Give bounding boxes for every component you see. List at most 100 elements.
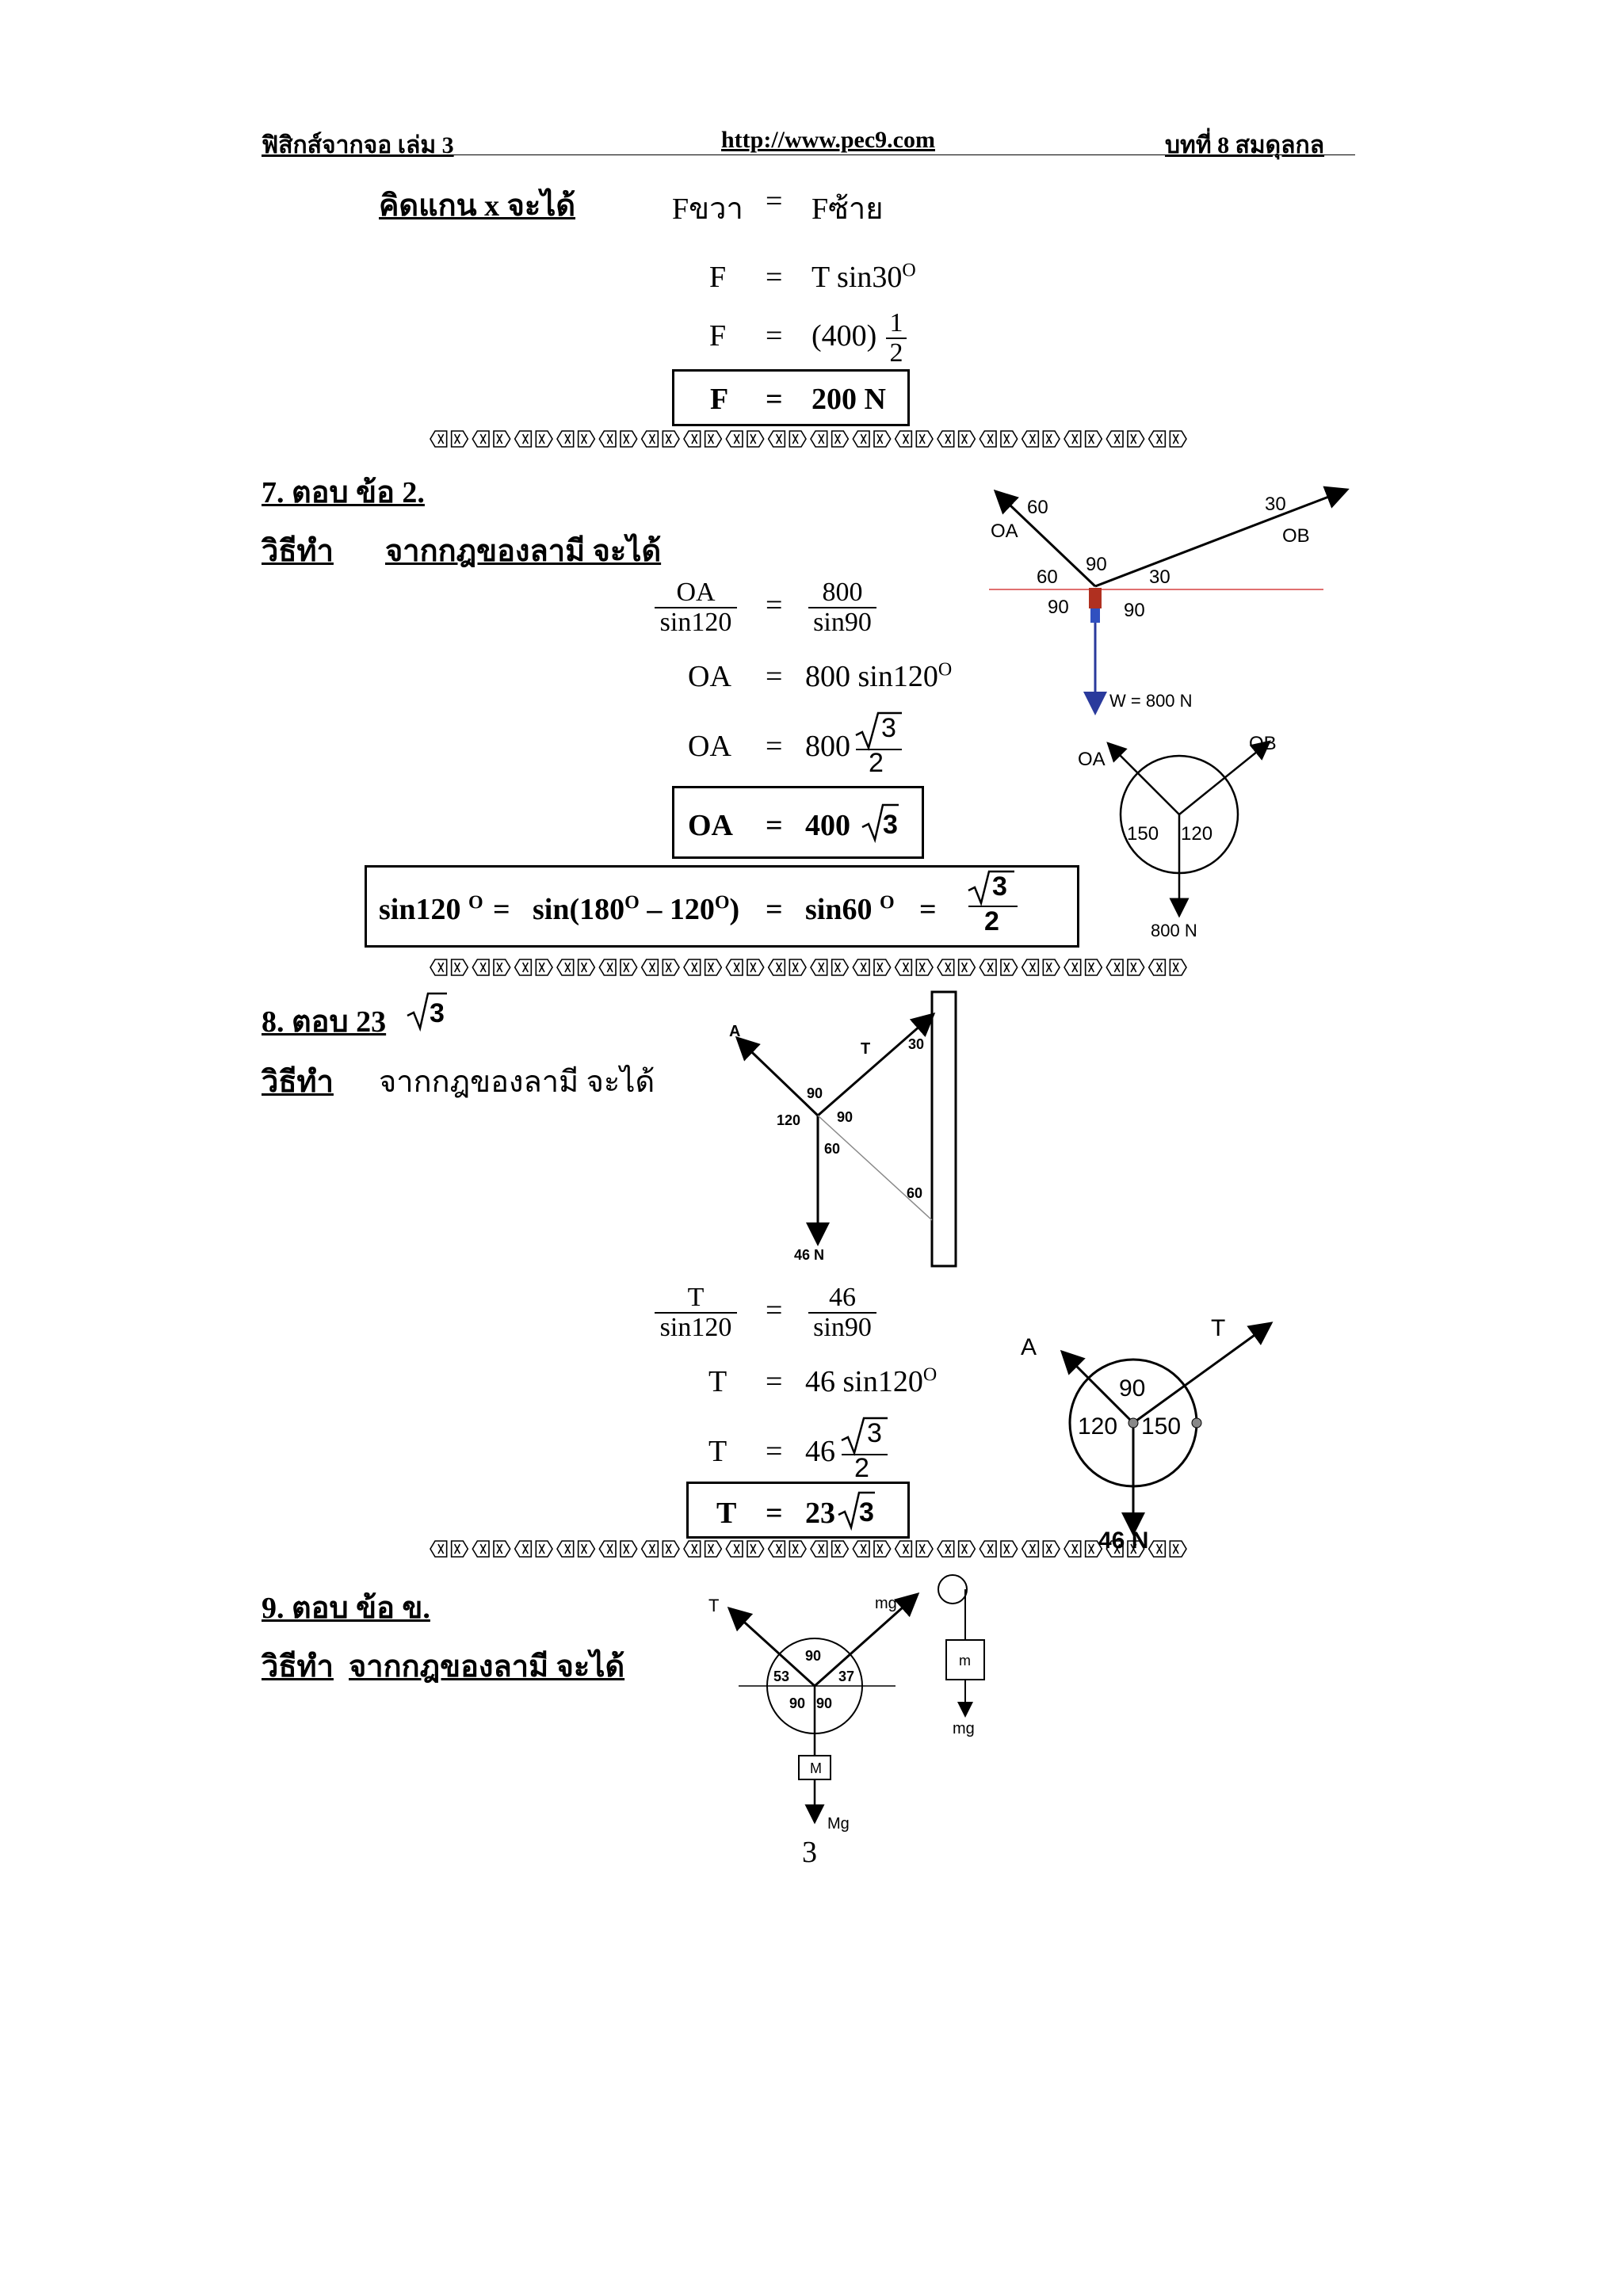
q8-result-sqrt: 3 — [838, 1491, 875, 1531]
q8-result-equals: = — [766, 1497, 783, 1530]
q9-method-label: วิธีทำ — [262, 1650, 334, 1684]
q7-diagram-1: OA 60 30 OB 90 60 30 90 90 W = 800 N — [989, 486, 1350, 715]
separator-glyph — [810, 959, 828, 976]
separator-glyph — [640, 1540, 659, 1558]
separator-glyph — [1106, 430, 1124, 448]
separator-glyph — [1021, 1540, 1040, 1558]
separator-glyph — [1148, 430, 1167, 448]
q7-sqrt-frac: 3 2 — [855, 711, 902, 773]
svg-text:OB: OB — [1249, 733, 1277, 754]
svg-text:90: 90 — [816, 1695, 832, 1711]
eq3-lhs: F — [709, 319, 727, 353]
svg-text:90: 90 — [1086, 554, 1107, 575]
separator-glyph — [598, 959, 617, 976]
separator-glyph — [894, 1540, 913, 1558]
svg-text:90: 90 — [1124, 600, 1145, 621]
separator-glyph — [810, 430, 828, 448]
separator-glyph — [979, 959, 997, 976]
separator-glyph — [894, 430, 913, 448]
separator-glyph — [767, 959, 786, 976]
separator-glyph — [894, 959, 913, 976]
q8-result-rhs: 23 — [805, 1497, 835, 1530]
q8-eq2-lhs: T — [708, 1365, 727, 1398]
q8-title: 8. ตอบ 23 — [262, 1005, 387, 1039]
separator-glyph — [1106, 1540, 1124, 1558]
separator-glyph — [747, 1540, 765, 1558]
separator-glyph — [873, 959, 892, 976]
q8-eq3-equals: = — [766, 1435, 783, 1468]
q7-method-label: วิธีทำ — [262, 535, 334, 568]
separator-glyph — [831, 959, 850, 976]
separator-glyph — [1084, 959, 1103, 976]
separator-glyph — [556, 430, 575, 448]
header-url[interactable]: http://www.pec9.com — [721, 127, 935, 153]
q8-eq2-rhs: 46 sin120O — [805, 1364, 938, 1398]
separator-glyph — [535, 1540, 553, 1558]
q9-method-text: จากกฎของลามี จะได้ — [349, 1650, 625, 1684]
separator-glyph — [598, 430, 617, 448]
eq1-rhs: Fซ้าย — [812, 193, 884, 226]
separator-glyph — [1148, 1540, 1167, 1558]
svg-text:M: M — [810, 1760, 822, 1776]
svg-text:120: 120 — [777, 1112, 800, 1128]
svg-text:3: 3 — [867, 1418, 882, 1448]
separator-glyph — [450, 1540, 469, 1558]
separator-glyph — [450, 430, 469, 448]
separator-glyph — [1127, 1540, 1145, 1558]
q8-frac-equals: = — [766, 1294, 783, 1327]
separator-glyph — [620, 959, 638, 976]
eq2-lhs: F — [709, 261, 727, 294]
separator-glyph — [556, 959, 575, 976]
separator-glyph — [1084, 1540, 1103, 1558]
svg-text:60: 60 — [907, 1185, 922, 1201]
separator-glyph — [915, 959, 934, 976]
q8-eq3-lhs: T — [708, 1435, 727, 1468]
q8-sqrt-frac: 3 2 — [841, 1417, 888, 1478]
svg-text:60: 60 — [1037, 566, 1058, 588]
svg-text:800 N: 800 N — [1151, 921, 1197, 940]
separator-glyph — [683, 430, 701, 448]
svg-text:90: 90 — [1119, 1375, 1145, 1402]
separator-glyph — [873, 430, 892, 448]
result-f-lhs: F — [710, 383, 729, 416]
q7-eq2-rhs: 800 sin120O — [805, 659, 953, 693]
q7-eq3-lhs: OA — [688, 730, 731, 763]
svg-text:2: 2 — [869, 748, 884, 773]
svg-text:T: T — [1211, 1315, 1225, 1341]
separator-glyph — [683, 959, 701, 976]
separator-glyph — [535, 959, 553, 976]
separator-glyph — [450, 959, 469, 976]
separator-glyph — [620, 430, 638, 448]
q9-diagram: T mg 90 53 37 90 90 M Mg m mg — [708, 1574, 985, 1833]
separator-glyph — [1021, 430, 1040, 448]
svg-text:90: 90 — [805, 1648, 821, 1664]
separator-glyph — [1127, 430, 1145, 448]
separator-glyph — [1064, 1540, 1082, 1558]
q7-eq3-equals: = — [766, 730, 783, 763]
svg-text:3: 3 — [859, 1497, 874, 1527]
eq3-equals: = — [766, 319, 783, 353]
header-rule — [262, 154, 1355, 155]
svg-text:53: 53 — [773, 1669, 789, 1684]
svg-text:3: 3 — [430, 998, 445, 1028]
svg-text:W = 800 N: W = 800 N — [1109, 691, 1193, 711]
separator-glyph — [430, 1540, 448, 1558]
separator-glyph — [704, 430, 723, 448]
q8-eq2-equals: = — [766, 1365, 783, 1398]
separator-glyph — [725, 1540, 743, 1558]
identity-eq1: = — [493, 893, 510, 926]
separator-glyph — [1042, 1540, 1060, 1558]
separator-glyph — [493, 959, 511, 976]
eq1-lhs: Fขวา — [672, 193, 743, 226]
separator-glyph — [704, 1540, 723, 1558]
separator-glyph — [831, 430, 850, 448]
separator-glyph — [662, 1540, 680, 1558]
separator-glyph — [937, 1540, 955, 1558]
svg-text:120: 120 — [1078, 1413, 1117, 1440]
separator-glyph — [789, 959, 807, 976]
svg-text:T: T — [708, 1596, 719, 1615]
separator-glyph — [789, 1540, 807, 1558]
